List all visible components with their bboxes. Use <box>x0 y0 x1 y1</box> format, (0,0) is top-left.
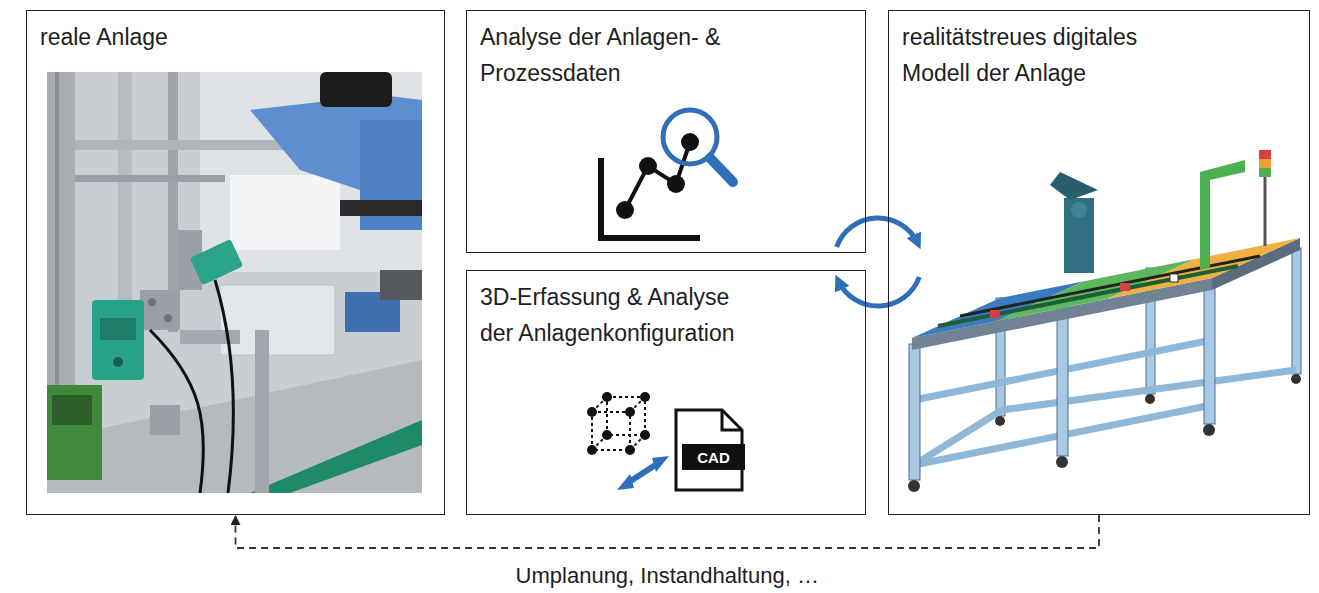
cad-model-part-part <box>1056 456 1068 468</box>
cycle-arrows-part <box>838 277 919 306</box>
cycle-arrows <box>837 218 920 306</box>
plant-photo-part <box>180 330 240 344</box>
cad-capture-icon-part-part <box>602 392 612 402</box>
cad-capture-icon-part-part <box>592 397 645 450</box>
cad-model-part <box>1064 198 1094 273</box>
cad-model <box>908 150 1301 492</box>
cad-capture-icon-part-part <box>602 430 612 440</box>
cad-model-part <box>1120 283 1130 291</box>
feedback-connector <box>236 515 1100 548</box>
cad-model-part-part <box>1002 370 1296 410</box>
cad-capture-icon-part <box>617 474 634 490</box>
cad-model-part-part <box>909 344 920 480</box>
cad-capture-icon-part <box>722 410 742 430</box>
cad-model-part <box>1264 175 1267 246</box>
cad-model-part-part <box>1057 306 1068 456</box>
cad-capture-icon-part-part <box>640 430 650 440</box>
cad-model-part <box>996 248 1301 416</box>
plant-photo-part <box>380 270 422 300</box>
panel-title: realitätstreues digitales Modell der Anl… <box>902 19 1177 91</box>
cad-capture-icon-part-part <box>625 407 635 417</box>
edge-label: Umplanung, Instandhaltung, … <box>512 562 823 590</box>
cad-capture-icon-part-part <box>587 407 597 417</box>
data-analysis-icon-part <box>639 157 657 175</box>
cad-capture-icon-part <box>682 444 745 470</box>
cad-model-part-part <box>1204 284 1215 424</box>
plant-photo-part <box>200 72 422 272</box>
cad-model-part-part <box>914 410 1002 465</box>
cad-model-part <box>1050 172 1098 200</box>
plant-photo-part <box>190 239 243 285</box>
plant-panel: reale Anlage <box>26 10 445 515</box>
plant-photo-part-part <box>190 239 243 285</box>
cad-model-part-part <box>908 480 920 492</box>
plant-photo-part <box>150 405 180 435</box>
cad-model-part <box>960 256 1260 316</box>
plant-photo-part <box>148 298 156 306</box>
plant-photo-part <box>47 385 102 480</box>
cad-model-part <box>908 374 1301 492</box>
plant-photo-part <box>113 357 123 367</box>
plant-photo-part <box>220 285 335 355</box>
data-analysis-icon-part <box>667 175 685 193</box>
plant-photo-part <box>250 420 422 493</box>
plant-photo <box>47 72 422 493</box>
cad-capture-icon-part-part <box>587 445 597 455</box>
cad-model-part <box>1200 160 1245 270</box>
model-panel: realitätstreues digitales Modell der Anl… <box>888 10 1310 515</box>
data-analysis-icon-part <box>710 158 733 182</box>
plant-photo-part <box>75 175 225 182</box>
cad-model-part <box>1259 159 1271 168</box>
plant-photo-part <box>215 280 233 493</box>
cad-capture-icon-part-part <box>640 392 650 402</box>
panel-title: 3D-Erfassung & Analyse der Anlagenkonfig… <box>480 279 755 351</box>
cad-capture-icon-part <box>592 397 645 450</box>
cad-model-part-part <box>1145 394 1155 404</box>
cad-model-part <box>938 266 1238 326</box>
cad-model-part-part <box>1291 374 1301 384</box>
cycle-arrows-part <box>837 218 918 247</box>
cad-tag: CAD <box>682 444 745 470</box>
plant-photo-part <box>230 175 340 250</box>
data-analysis-icon-part <box>681 133 699 151</box>
panel-title: reale Anlage <box>40 19 168 55</box>
cad-model-part <box>1259 150 1271 159</box>
data-analysis-icon <box>601 110 733 238</box>
cad-model-part-part <box>995 416 1005 426</box>
cad-model-part <box>990 310 1000 318</box>
plant-photo-part <box>100 318 136 340</box>
cad-capture-icon-part <box>652 456 669 472</box>
plant-photo-part <box>164 314 172 322</box>
plant-photo-part <box>255 330 269 493</box>
cad-capture-icon-part-part <box>625 445 635 455</box>
data-analysis-icon-part <box>601 158 700 238</box>
analysis-panel: Analyse der Anlagen- & Prozessdaten <box>466 10 866 253</box>
capture-panel: 3D-Erfassung & Analyse der Anlagenkonfig… <box>466 270 866 515</box>
cad-model-part-part <box>1292 248 1301 374</box>
plant-photo-part <box>320 72 392 107</box>
cad-model-part <box>914 340 1296 465</box>
plant-photo-part <box>52 395 92 425</box>
cad-capture-icon <box>587 392 745 490</box>
panel-title: Analyse der Anlagen- & Prozessdaten <box>480 19 755 91</box>
cad-model-part-part <box>1203 424 1215 436</box>
data-analysis-icon-part <box>625 142 690 210</box>
plant-photo-part <box>150 330 203 493</box>
cad-model-part <box>1170 274 1178 282</box>
cad-capture-icon-part <box>587 392 650 455</box>
cad-model-part <box>1259 168 1271 177</box>
plant-photo-part <box>340 200 422 216</box>
cad-model-part <box>1071 202 1087 218</box>
cad-model-part <box>912 278 1212 350</box>
plant-photo-part <box>47 72 422 493</box>
plant-photo-part <box>92 300 144 380</box>
plant-photo-part <box>140 290 180 330</box>
data-analysis-icon-part <box>616 201 634 219</box>
